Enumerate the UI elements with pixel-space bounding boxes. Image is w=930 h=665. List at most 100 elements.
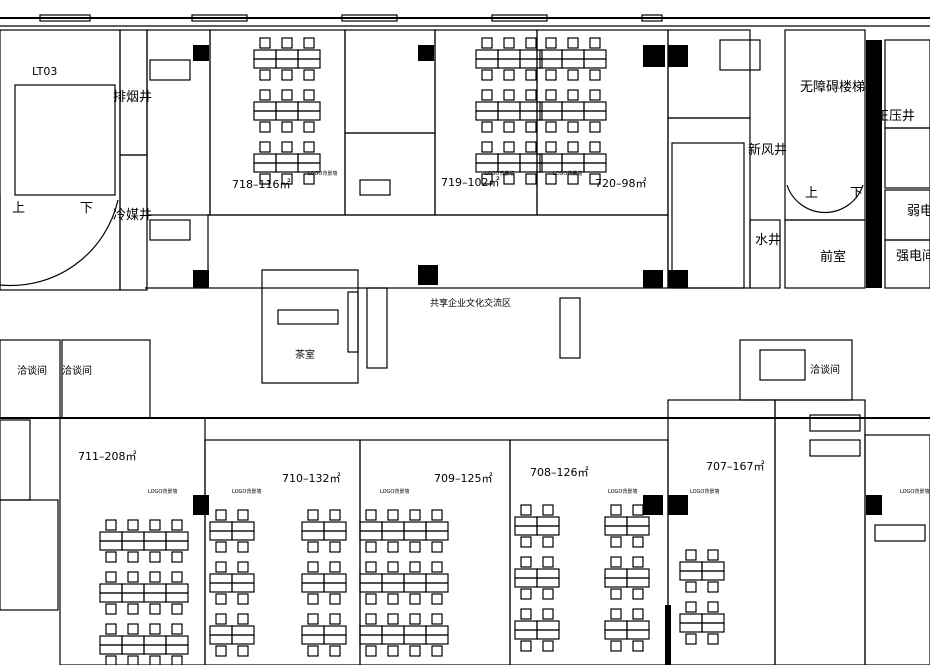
desk: [121, 583, 145, 594]
desk: [323, 625, 347, 636]
chair: [303, 173, 315, 185]
desk: [497, 110, 521, 121]
chair: [610, 504, 622, 516]
chair: [520, 504, 532, 516]
chair: [520, 608, 532, 620]
chair: [149, 603, 161, 615]
chair: [303, 141, 315, 153]
stair-up-label-right: 上: [805, 186, 818, 201]
chair: [387, 593, 399, 605]
desk: [121, 592, 145, 603]
chair: [259, 37, 271, 49]
chair: [503, 121, 515, 133]
chair: [387, 541, 399, 553]
desk: [381, 625, 405, 636]
tea-counter: [277, 309, 339, 325]
chair: [281, 37, 293, 49]
chair: [567, 37, 579, 49]
room-708-label: 708–126㎡: [530, 466, 589, 479]
chair: [259, 121, 271, 133]
chair: [329, 509, 341, 521]
desk: [323, 573, 347, 584]
desk: [403, 573, 427, 584]
chair: [281, 69, 293, 81]
desk: [121, 540, 145, 551]
desk: [149, 219, 191, 241]
desk: [209, 582, 233, 593]
chair: [545, 121, 557, 133]
anteroom-label: 前室: [820, 249, 846, 265]
chair: [215, 593, 227, 605]
desk: [165, 644, 189, 655]
desk: [539, 110, 563, 121]
desk: [253, 101, 277, 112]
desk: [679, 622, 703, 633]
strong-electric-label: 强电间: [896, 249, 930, 264]
chair: [589, 173, 601, 185]
desk: [809, 439, 861, 457]
stair-label-lt03: LT03: [32, 65, 57, 78]
chair: [149, 623, 161, 635]
chair: [127, 551, 139, 563]
chair: [481, 121, 493, 133]
desk: [604, 577, 628, 588]
chair: [685, 601, 697, 613]
chair: [259, 141, 271, 153]
chair: [127, 519, 139, 531]
chair: [171, 551, 183, 563]
desk: [561, 49, 585, 60]
chair: [259, 69, 271, 81]
desk: [425, 521, 449, 532]
chair: [307, 541, 319, 553]
chair: [520, 588, 532, 600]
desk: [561, 101, 585, 112]
chair: [281, 173, 293, 185]
desk: [231, 625, 255, 636]
desk: [297, 49, 321, 60]
desk: [536, 620, 560, 631]
desk: [165, 540, 189, 551]
desk: [301, 573, 325, 584]
desk: [497, 58, 521, 69]
desk: [514, 629, 538, 640]
desk: [583, 58, 607, 69]
chair: [281, 141, 293, 153]
desk: [149, 59, 191, 81]
desk: [583, 101, 607, 112]
chair: [431, 645, 443, 657]
desk: [583, 110, 607, 121]
chair: [127, 603, 139, 615]
desk: [604, 620, 628, 631]
chair: [105, 519, 117, 531]
room-711-label: 711–208㎡: [78, 450, 137, 463]
chair: [307, 509, 319, 521]
chair: [365, 645, 377, 657]
desk: [297, 58, 321, 69]
chair: [171, 623, 183, 635]
desk: [519, 58, 543, 69]
chair: [481, 141, 493, 153]
chair: [610, 588, 622, 600]
chair: [632, 588, 644, 600]
desk: [143, 592, 167, 603]
logo-wall-label: LOGO背景墙: [148, 488, 177, 495]
smoke-shaft-label: 排烟井: [113, 90, 152, 105]
stair-down-label: 下: [80, 201, 93, 216]
desk: [381, 521, 405, 532]
pressure-shaft-label: 正压井: [876, 109, 915, 124]
chair: [237, 509, 249, 521]
chair: [525, 141, 537, 153]
desk: [475, 110, 499, 121]
desk: [121, 635, 145, 646]
desk: [359, 582, 383, 593]
desk: [701, 570, 725, 581]
chair: [171, 655, 183, 665]
chair: [542, 556, 554, 568]
desk: [539, 58, 563, 69]
stair-up-label: 上: [12, 201, 25, 216]
chair: [503, 69, 515, 81]
chair: [589, 37, 601, 49]
chair: [632, 504, 644, 516]
tea-room-label: 茶室: [295, 348, 315, 361]
desk: [583, 49, 607, 60]
